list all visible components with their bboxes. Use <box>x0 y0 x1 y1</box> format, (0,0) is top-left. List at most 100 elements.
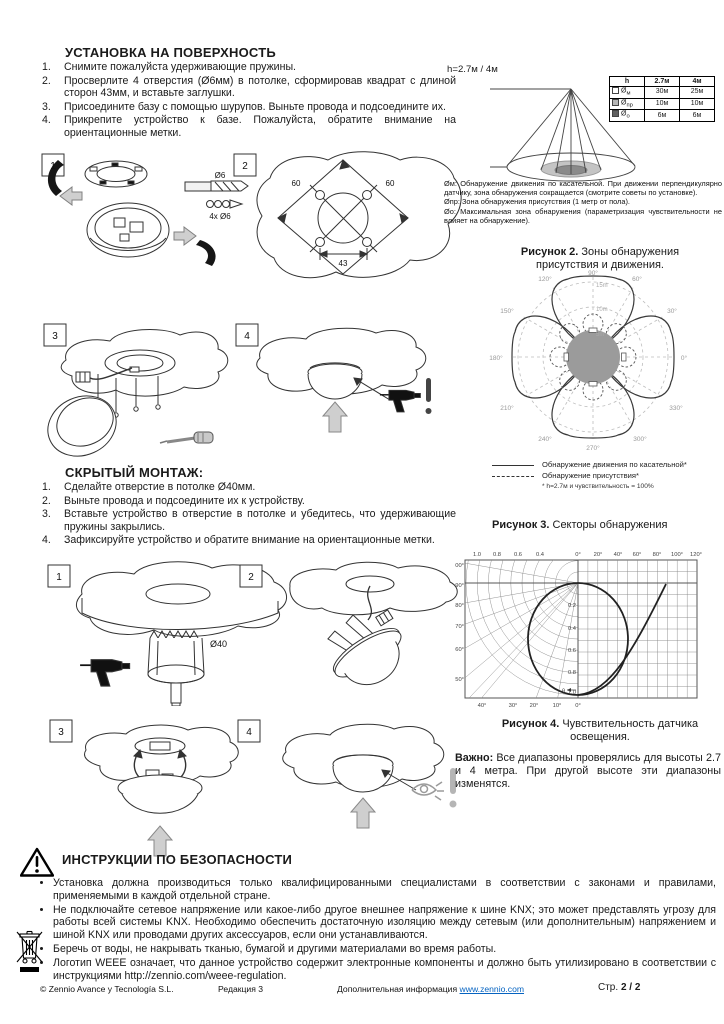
angle-label: 30° <box>667 307 677 315</box>
angle-label: 180° <box>489 354 503 362</box>
step-box-label: 3 <box>58 727 64 738</box>
tick-label: 0° <box>575 552 581 558</box>
warning-triangle-icon <box>20 847 54 877</box>
zone-max-swatch <box>612 110 619 118</box>
dim-60-right-label: 60 <box>386 179 395 188</box>
ceiling-hole-pattern-illustration <box>256 151 462 279</box>
dim-43-label: 43 <box>339 259 348 268</box>
zennio-website-link[interactable]: www.zennio.com <box>459 984 525 994</box>
tick-label: 1.0 <box>473 552 481 558</box>
step-number: 2. <box>42 74 51 87</box>
surface-install-title: УСТАНОВКА НА ПОВЕРХНОСТЬ <box>65 45 276 60</box>
tick-label: 20° <box>530 703 539 709</box>
zone-symbol-sub: м <box>626 90 631 97</box>
step-box-label: 4 <box>246 727 252 738</box>
tick-label: 10° <box>553 703 562 709</box>
tick-label: 0.8 <box>493 552 501 558</box>
detection-range-table: h 2.7м 4м Øм 30м 25м Øпр 10м 10м Øо 6м 6… <box>609 76 715 123</box>
safety-title: ИНСТРУКЦИИ ПО БЕЗОПАСНОСТИ <box>62 852 293 867</box>
weee-bin-icon <box>16 930 43 972</box>
spring-clip-illustration <box>196 240 216 266</box>
legend-label: Обнаружение движения по касательной* <box>542 460 687 469</box>
tick-label: 80° <box>653 552 662 558</box>
zone-symbol-sub: пр <box>626 102 633 109</box>
spring-clip-illustration <box>47 160 64 196</box>
surface-install-steps: 1.Снимите пожалуйста удерживающие пружин… <box>40 61 456 141</box>
step-box <box>235 323 259 347</box>
legend-item-motion: Обнаружение движения по касательной* <box>492 460 724 470</box>
tick-label: 0.4 <box>536 552 545 558</box>
table-header: 2.7м <box>644 76 680 87</box>
step-box-label: 2 <box>242 161 248 172</box>
wall-plug-icon <box>206 199 244 209</box>
note-motion: Øм: Обнаружение движения по касательной.… <box>444 179 722 198</box>
drill-diameter-label: Ø6 <box>215 171 226 180</box>
zone-symbol: Ø <box>621 110 627 118</box>
holesaw-diameter-label: Ø40 <box>210 639 227 649</box>
zone-notes: Øм: Обнаружение движения по касательной.… <box>444 179 722 225</box>
table-row: Øм 30м 25м <box>609 86 715 99</box>
tick-label: 40° <box>614 552 623 558</box>
sensor-body <box>566 330 620 384</box>
table-row: Øпр 10м 10м <box>609 97 715 111</box>
step-text: Сделайте отверстие в потолке Ø40мм. <box>64 481 256 493</box>
step-box <box>237 719 261 743</box>
step-number: 4. <box>42 114 51 127</box>
figure4-title: Чувствительность датчика освещения. <box>559 718 699 743</box>
step-text: Присоедините базу с помощью шурупов. Вын… <box>64 100 446 113</box>
page-value: 2 / 2 <box>620 982 641 993</box>
dashed-line-sample <box>492 475 534 477</box>
tick-label: 0.6 <box>514 552 522 558</box>
step-text: Просверлите 4 отверстия (Ø6мм) в потолке… <box>64 74 456 100</box>
table-cell: 10м <box>644 97 680 111</box>
step-box-label: 3 <box>52 331 58 342</box>
light-sensitivity-chart: θ 1.0 0.8 0.6 0.4 0° 20° 40° 60° 80° 100… <box>455 552 702 709</box>
tick-label: 0.4 <box>568 626 577 632</box>
surface-install-illustration-3-4: 3 4 <box>43 323 432 457</box>
important-text: Все диапазоны проверялись для высоты 2.7… <box>455 752 722 791</box>
tick-label: 100° <box>455 563 464 569</box>
pointer-arrowhead <box>353 377 363 386</box>
figure3-number: Рисунок 3. <box>492 519 550 531</box>
orientation-marks <box>563 327 627 387</box>
flush-mount-steps: 1.Сделайте отверстие в потолке Ø40мм. 2.… <box>40 481 456 548</box>
device-open-illustration <box>86 202 170 258</box>
step-number: 4. <box>42 534 51 547</box>
step-number: 2. <box>42 494 51 507</box>
step-box <box>47 564 71 588</box>
note-presence: Øпр: Зона обнаружения присутствия (1 мет… <box>444 197 630 207</box>
eye-icon <box>411 781 444 801</box>
flush-mount-illustration-3-4: 3 4 <box>49 719 457 857</box>
radius-label: 5m <box>596 332 604 338</box>
tick-label: 50° <box>455 677 464 683</box>
figure2-caption: Рисунок 2. Зоны обнаружения присутствия … <box>500 246 700 272</box>
step-box-label: 2 <box>248 572 254 583</box>
radius-label: 10m <box>596 307 608 313</box>
figure4-number: Рисунок 4. <box>501 718 560 730</box>
angle-label: 60° <box>632 275 642 283</box>
tick-label: 70° <box>455 624 464 630</box>
figure3-legend: Обнаружение движения по касательной* Обн… <box>492 460 724 492</box>
list-item: 4. Прикрепите устройство к базе. Пожалуйс… <box>40 114 456 139</box>
step-box <box>233 153 257 177</box>
step-box <box>49 719 73 743</box>
tick-label: 80° <box>455 603 464 609</box>
plugs-label: 4x Ø6 <box>209 212 231 221</box>
step-box-label: 1 <box>50 161 56 172</box>
legend-label: Обнаружение присутствия* <box>542 471 639 480</box>
motion-zone-curve <box>511 275 675 439</box>
tick-label: 0° <box>575 703 581 709</box>
ceiling-slab-illustration <box>75 561 287 637</box>
step-text: Прикрепите устройство к базе. Пожалуйста… <box>64 114 456 139</box>
wire-illustration <box>89 367 133 380</box>
step-number: 3. <box>42 100 51 113</box>
list-item: 4.Зафиксируйте устройство и обратите вни… <box>40 534 456 547</box>
ceiling-with-dome-illustration <box>256 327 427 400</box>
step-text: Вставьте устройство в отверстие в потолк… <box>64 508 456 533</box>
step-number: 1. <box>42 61 51 73</box>
sensitivity-curve <box>527 582 667 696</box>
important-note: Важно: Все диапазоны проверялись для выс… <box>455 752 721 792</box>
theta-label: θ <box>562 689 565 695</box>
note-max: Øо: Максимальная зона обнаружения (парам… <box>444 206 722 225</box>
zone-symbol: Ø <box>621 87 627 95</box>
